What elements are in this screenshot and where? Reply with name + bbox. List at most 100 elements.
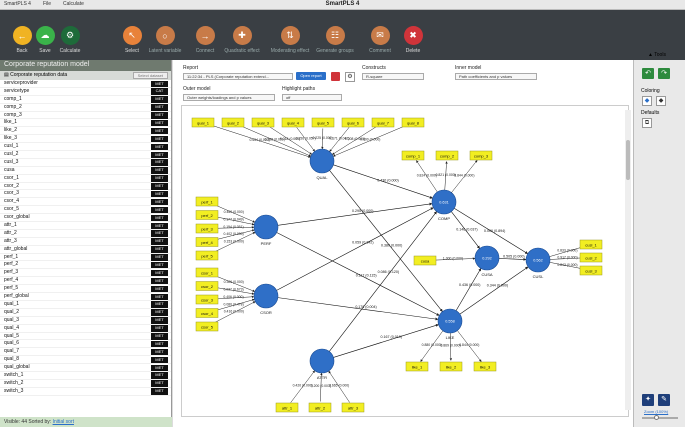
outer-path-qual-7[interactable] xyxy=(331,125,379,155)
indicator-box[interactable]: like_3 xyxy=(473,361,497,372)
toolbar-back-button[interactable]: ←Back xyxy=(2,14,42,54)
outer-path-like-3[interactable] xyxy=(457,330,482,362)
inner-model-select[interactable]: Path coefficients and p values xyxy=(455,73,537,80)
sort-link[interactable]: Initial sort xyxy=(52,419,74,425)
outer-path-qual-8[interactable] xyxy=(332,124,408,157)
indicator-box[interactable]: qual_3 xyxy=(251,117,275,128)
indicator-box[interactable]: perf_1 xyxy=(195,196,219,207)
indicator-box[interactable]: attr_1 xyxy=(275,402,299,413)
indicator-rect[interactable] xyxy=(195,250,219,261)
settings-icon[interactable]: ⚙ xyxy=(345,72,355,82)
indicator-box[interactable]: csor_5 xyxy=(195,321,219,332)
outer-path-csor-2[interactable] xyxy=(212,286,255,295)
indicator-rect[interactable] xyxy=(435,150,459,161)
indicator-rect[interactable] xyxy=(401,150,425,161)
indicator-box[interactable]: comp_1 xyxy=(401,150,425,161)
indicator-rect[interactable] xyxy=(469,150,493,161)
outer-path-attr-3[interactable] xyxy=(328,370,350,403)
indicator-rect[interactable] xyxy=(439,361,463,372)
toolbar-save-button[interactable]: ☁Save xyxy=(25,14,65,54)
outer-path-csor-5[interactable] xyxy=(212,301,256,324)
outer-path-attr-1[interactable] xyxy=(290,370,315,403)
path-model-diagram[interactable]: 0.654 (0.000)0.198 (0.051)0.218 (0.009)0… xyxy=(182,106,629,417)
outer-path-qual-6[interactable] xyxy=(329,127,350,152)
inner-path-like-cusl[interactable] xyxy=(459,266,529,315)
indicator-rect[interactable] xyxy=(251,117,275,128)
indicator-rect[interactable] xyxy=(195,210,219,220)
open-report-button[interactable]: Open report xyxy=(296,72,326,80)
indicator-box[interactable]: csor_2 xyxy=(195,281,219,291)
indicator-rect[interactable] xyxy=(341,402,365,413)
defaults-icon[interactable]: ⧉ xyxy=(642,118,652,128)
undo-icon[interactable]: ↶ xyxy=(642,68,654,79)
indicator-rect[interactable] xyxy=(195,237,219,247)
indicator-box[interactable]: perf_4 xyxy=(195,237,219,247)
inner-path-perf-comp[interactable] xyxy=(277,202,433,226)
indicator-rect[interactable] xyxy=(195,308,219,318)
indicator-rect[interactable] xyxy=(579,252,603,263)
pen-icon[interactable]: ✎ xyxy=(658,394,670,406)
indicator-box[interactable]: perf_2 xyxy=(195,210,219,220)
indicator-box[interactable]: cusl_1 xyxy=(579,239,603,250)
inner-path-qual-comp[interactable] xyxy=(333,164,433,199)
indicator-box[interactable]: qual_6 xyxy=(341,117,365,128)
menu-file[interactable]: File xyxy=(42,1,52,7)
outer-path-cusl-2[interactable] xyxy=(549,256,586,260)
indicator-rect[interactable] xyxy=(579,239,603,250)
indicator-box[interactable]: cusa xyxy=(413,255,437,266)
toolbar-latent-variable-button[interactable]: ○Latent variable xyxy=(145,14,185,54)
construct-circle[interactable] xyxy=(525,247,551,273)
outer-path-perf-2[interactable] xyxy=(212,215,255,226)
indicator-rect[interactable] xyxy=(195,294,219,305)
indicator-rect[interactable] xyxy=(195,321,219,332)
select-dataset-button[interactable]: Select dataset xyxy=(132,72,168,79)
construct-qual[interactable]: QUAL xyxy=(309,148,335,180)
report-select[interactable]: 11:22:34 - PLS (Corporate reputation ext… xyxy=(183,73,293,80)
redo-icon[interactable]: ↷ xyxy=(658,68,670,79)
highlight-paths-select[interactable]: off xyxy=(282,94,342,101)
canvas-scrollbar[interactable] xyxy=(625,110,631,410)
construct-csor[interactable]: CSOR xyxy=(253,283,279,315)
indicator-rect[interactable] xyxy=(195,196,219,207)
outer-path-cusa-1[interactable] xyxy=(430,257,476,261)
indicator-box[interactable]: like_1 xyxy=(405,361,429,372)
inner-path-csor-like[interactable] xyxy=(277,297,439,321)
indicator-rect[interactable] xyxy=(311,117,335,128)
zoom-slider-thumb[interactable] xyxy=(654,415,659,420)
outer-path-cusl-1[interactable] xyxy=(549,245,586,257)
indicator-box[interactable]: attr_3 xyxy=(341,402,365,413)
indicator-box[interactable]: comp_2 xyxy=(435,150,459,161)
toolbar-connect-button[interactable]: →Connect xyxy=(185,14,225,54)
indicator-box[interactable]: csor_3 xyxy=(195,294,219,305)
model-canvas[interactable]: 0.654 (0.000)0.198 (0.051)0.218 (0.009)0… xyxy=(181,105,629,417)
outer-path-attr-2[interactable] xyxy=(320,372,323,402)
toolbar-comment-button[interactable]: ✉Comment xyxy=(360,14,400,54)
indicator-box[interactable]: comp_3 xyxy=(469,150,493,161)
construct-circle[interactable] xyxy=(431,189,457,215)
outer-path-qual-3[interactable] xyxy=(267,125,313,155)
indicator-rect[interactable] xyxy=(195,281,219,291)
inner-path-csor-comp[interactable] xyxy=(276,207,434,291)
zoom-slider[interactable] xyxy=(642,417,678,419)
construct-circle[interactable] xyxy=(309,148,335,174)
